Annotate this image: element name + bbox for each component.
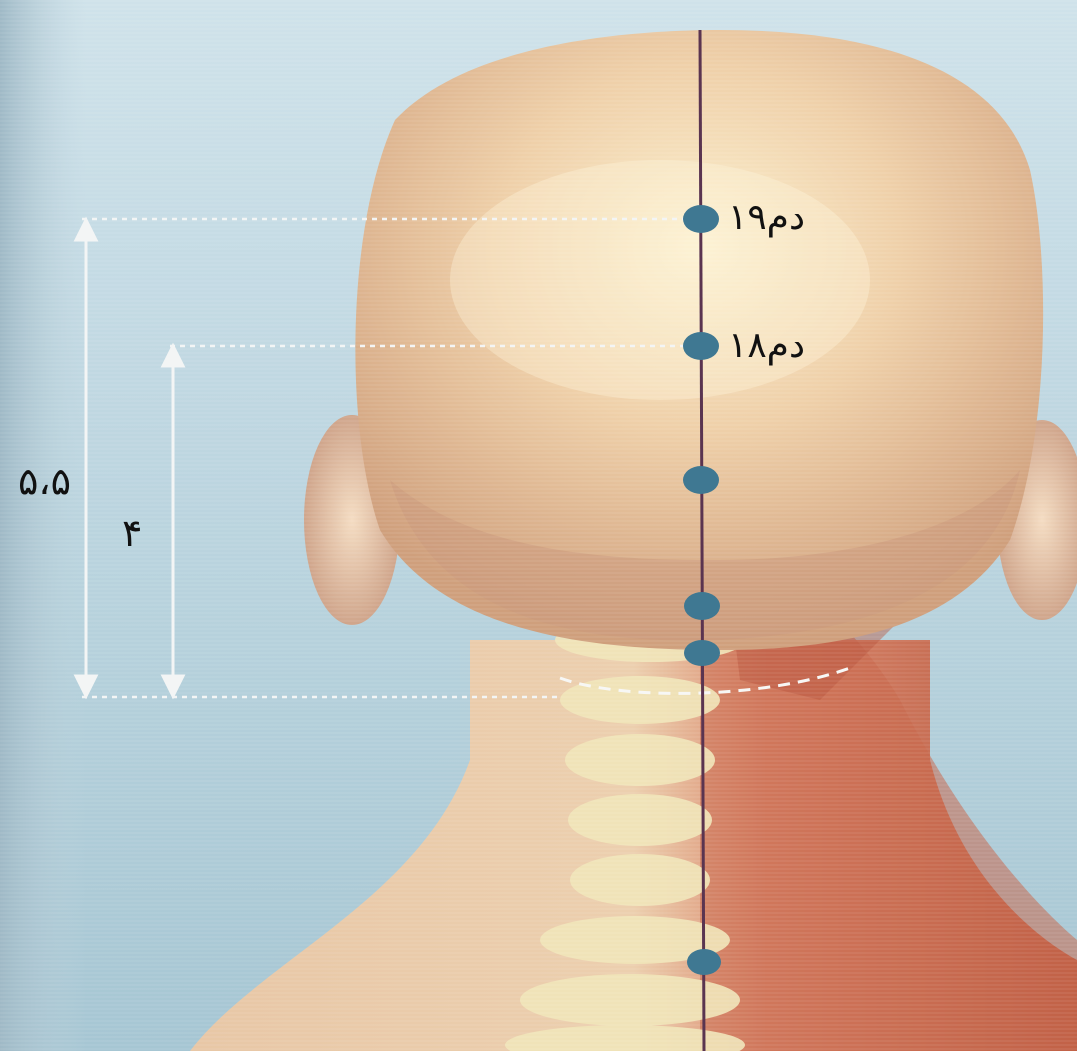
acupoint-gv17 [683, 466, 719, 494]
acupoint-gv15 [684, 640, 720, 666]
acupoint-gv16 [684, 592, 720, 620]
acupoint-gv18 [683, 332, 719, 360]
point-label-gv18: دم۱۸ [728, 328, 805, 364]
point-label-gv19: دم۱۹ [728, 200, 805, 236]
acupoint-gv14 [687, 949, 721, 975]
inner-measurement-label: ۴ [122, 514, 142, 552]
acupoint-gv19 [683, 205, 719, 233]
outer-measurement-label: ۵،۵ [18, 462, 71, 500]
